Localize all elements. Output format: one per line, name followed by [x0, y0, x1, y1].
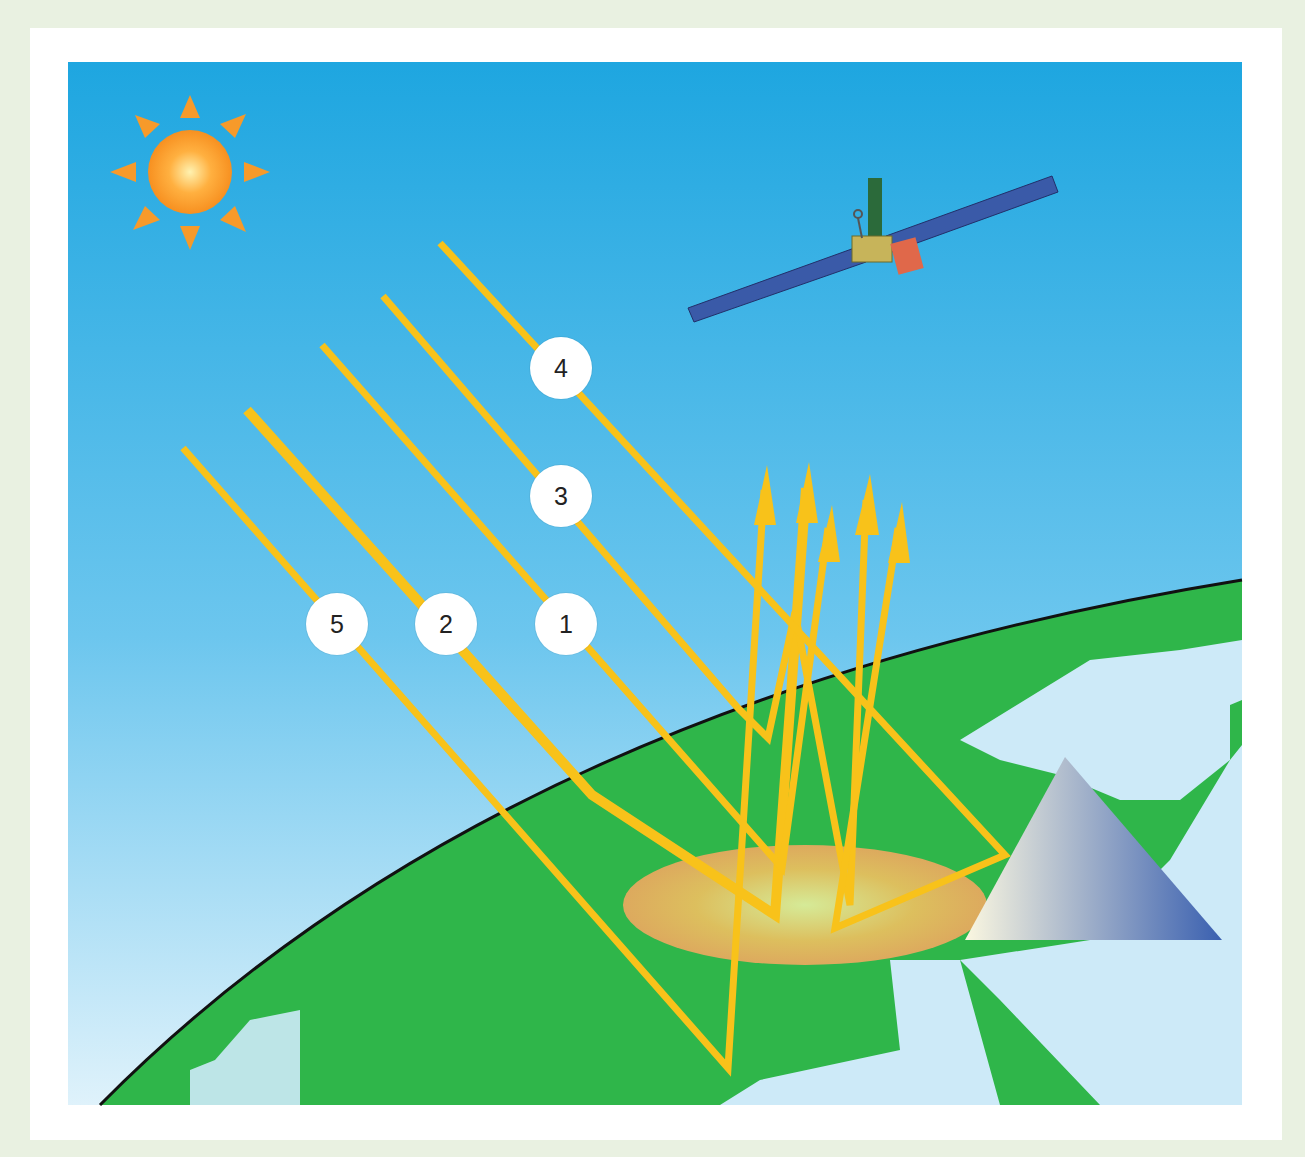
frame: [30, 28, 1282, 1140]
callout-number: 3: [530, 465, 592, 527]
arrow-heads: [754, 462, 910, 563]
callout-text: 4: [554, 356, 568, 381]
satellite: [688, 176, 1058, 322]
callout-text: 1: [559, 612, 573, 637]
callout-number: 5: [306, 593, 368, 655]
callout-text: 2: [439, 612, 453, 637]
callout-text: 5: [330, 612, 344, 637]
sun: [110, 95, 270, 250]
callout-number: 1: [535, 593, 597, 655]
callout-text: 3: [554, 484, 568, 509]
callout-number: 4: [530, 337, 592, 399]
callout-number: 2: [415, 593, 477, 655]
target-area: [623, 845, 987, 965]
light-rays: [183, 243, 1005, 1068]
sky: [68, 62, 1242, 1105]
earth: [68, 580, 1242, 1105]
